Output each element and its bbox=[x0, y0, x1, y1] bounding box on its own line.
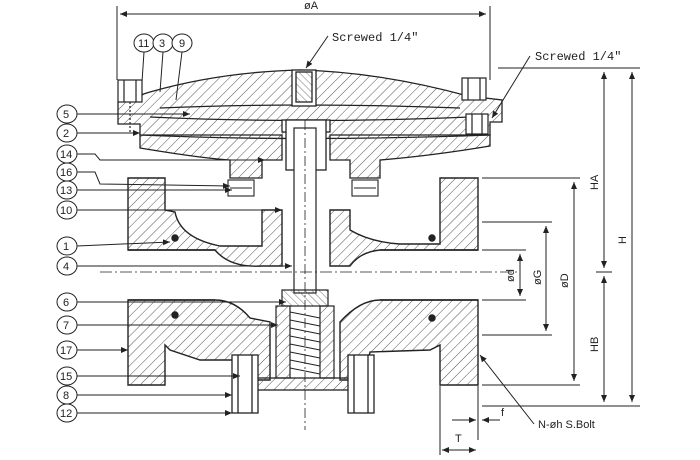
dim-D-label: øD bbox=[559, 273, 571, 288]
valve-plug bbox=[275, 289, 335, 379]
cover-bolt-left bbox=[117, 79, 143, 132]
bolt-spec-label: N-øh S.Bolt bbox=[538, 419, 595, 431]
callout-17: 17 bbox=[60, 345, 72, 357]
callout-top-11: 11 bbox=[138, 38, 149, 50]
dim-HB-label: HB bbox=[589, 337, 601, 352]
callout-15: 15 bbox=[60, 371, 72, 383]
screwed-top-label: Screwed 1/4" bbox=[332, 31, 418, 45]
callout-14: 14 bbox=[60, 149, 72, 161]
dim-T-label: T bbox=[455, 433, 462, 445]
cover-bolt-right bbox=[461, 77, 487, 101]
callout-10: 10 bbox=[60, 205, 72, 217]
bonnet-bolts bbox=[227, 179, 379, 197]
diaphragm-cover bbox=[117, 69, 503, 140]
callout-16: 16 bbox=[60, 167, 72, 179]
callout-13: 13 bbox=[60, 185, 72, 197]
callout-2: 2 bbox=[63, 128, 69, 140]
side-plug-right bbox=[465, 113, 489, 135]
callouts-left bbox=[56, 104, 292, 423]
bolt-leader bbox=[479, 354, 535, 425]
plug-spring bbox=[289, 311, 321, 375]
callout-top-3: 3 bbox=[159, 38, 165, 50]
dim-G-label: øG bbox=[532, 270, 544, 285]
dimension-right-lines bbox=[482, 67, 640, 407]
dimension-A bbox=[116, 6, 491, 80]
callout-7: 7 bbox=[63, 320, 69, 332]
dimension-f-T bbox=[439, 386, 500, 455]
bottom-cap bbox=[231, 354, 375, 414]
callouts-top bbox=[133, 33, 193, 101]
callout-5: 5 bbox=[63, 109, 69, 121]
callout-1: 1 bbox=[63, 241, 69, 253]
callout-4: 4 bbox=[63, 261, 69, 273]
callout-12: 12 bbox=[60, 408, 72, 420]
screwed-leaders bbox=[305, 35, 531, 119]
callout-8: 8 bbox=[63, 390, 69, 402]
dim-HA-label: HA bbox=[589, 174, 601, 190]
diameter-A-label: øA bbox=[304, 0, 319, 12]
dim-H-label: H bbox=[617, 236, 629, 244]
callout-top-9: 9 bbox=[179, 38, 185, 50]
dim-f-label: f bbox=[501, 407, 505, 419]
dim-d-label: ød bbox=[505, 269, 517, 282]
callout-6: 6 bbox=[63, 297, 69, 309]
screwed-right-label: Screwed 1/4" bbox=[535, 50, 621, 64]
